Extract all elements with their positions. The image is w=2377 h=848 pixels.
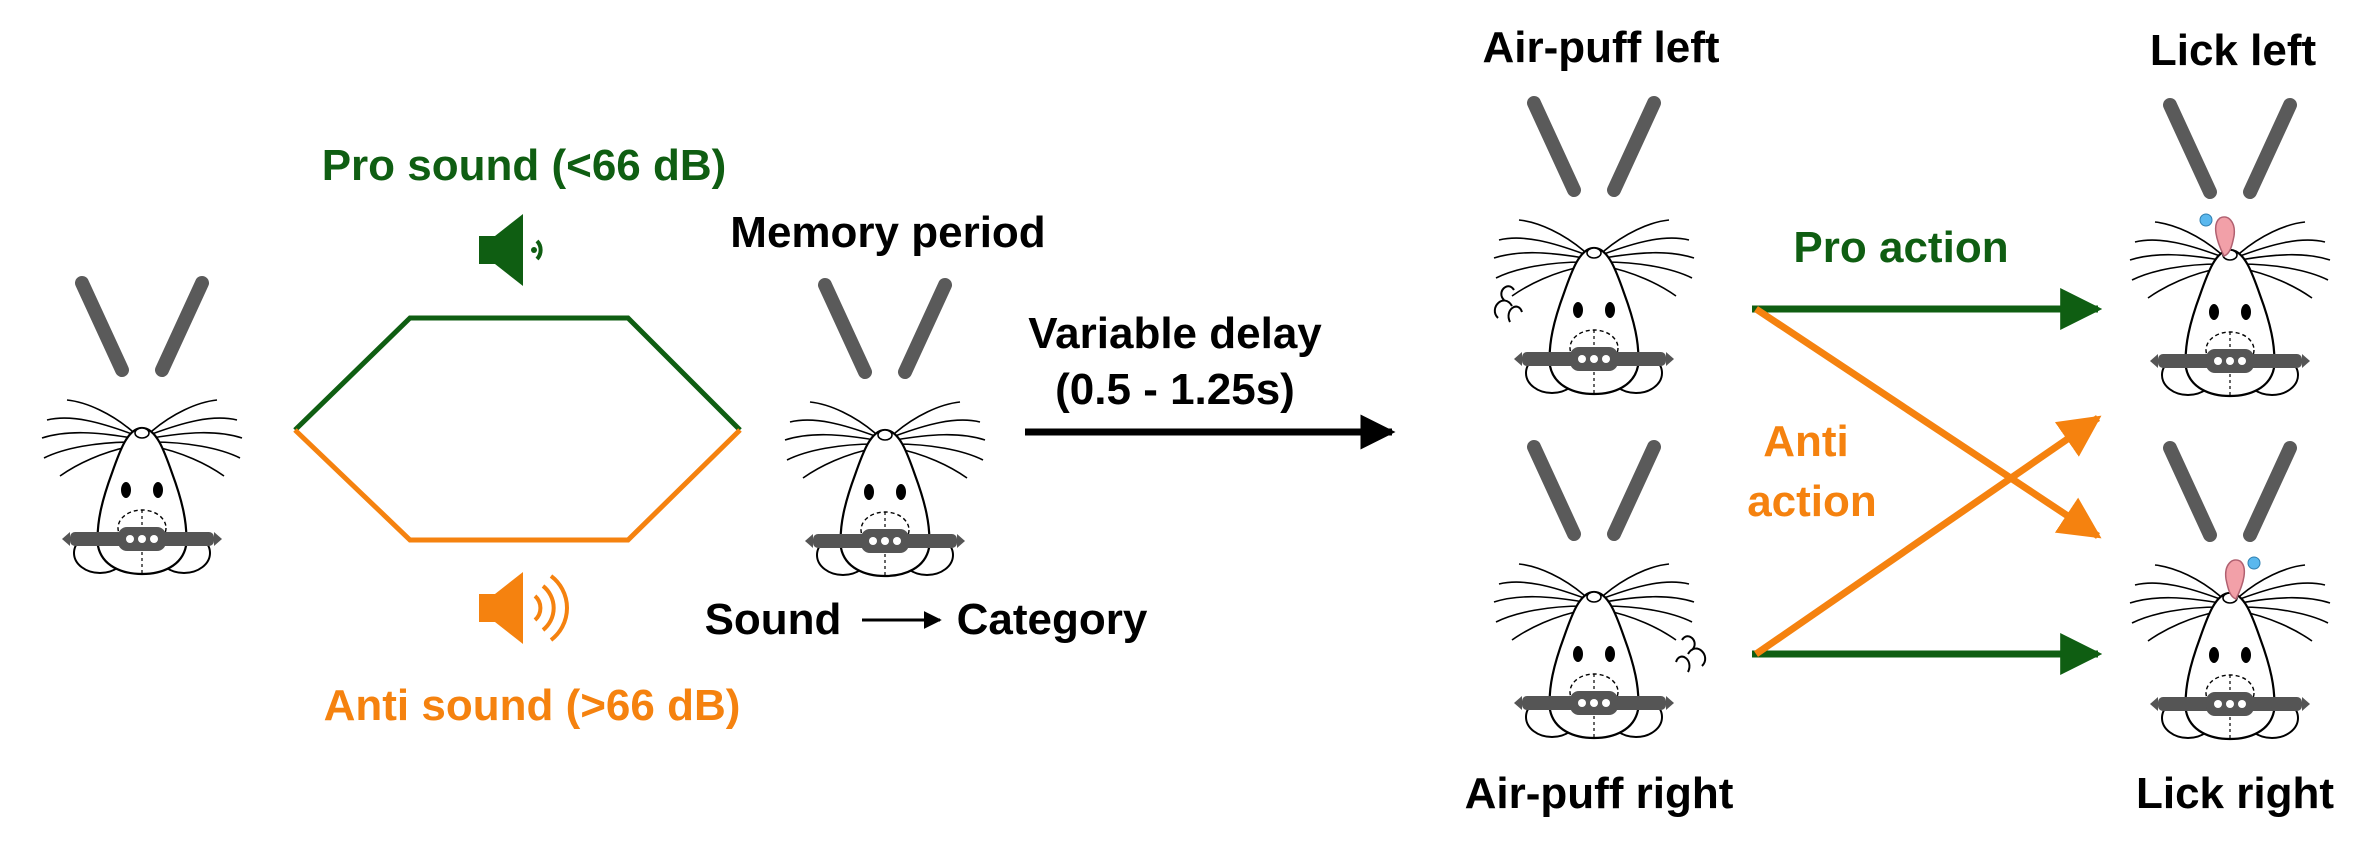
mouse-memory-period — [785, 285, 985, 576]
air-puff-left-label: Air-puff left — [1482, 23, 1719, 72]
lick-left-label: Lick left — [2150, 26, 2317, 75]
anti-action-arrow-down — [1754, 306, 2102, 539]
anti-sound-label: Anti sound (>66 dB) — [324, 681, 741, 730]
category-label: Category — [957, 595, 1148, 644]
anti-sound-trace — [293, 428, 742, 543]
pro-sound-trace — [293, 315, 742, 432]
mouse-baseline — [42, 283, 242, 574]
variable-delay-range: (0.5 - 1.25s) — [1055, 365, 1295, 414]
anti-action-label-line1: Anti — [1763, 417, 1849, 466]
pro-sound-label: Pro sound (<66 dB) — [322, 141, 727, 190]
mouse-lick-left — [2130, 105, 2330, 396]
pro-speaker-icon — [479, 214, 543, 286]
air-puff-right-label: Air-puff right — [1465, 769, 1734, 818]
anti-speaker-icon — [479, 572, 569, 644]
mouse-lick-right — [2130, 448, 2330, 739]
lick-right-label: Lick right — [2136, 769, 2334, 818]
mouse-air-puff-right — [1494, 447, 1694, 738]
air-puff-left-icon — [1493, 285, 1523, 323]
anti-action-label-line2: action — [1747, 477, 1877, 526]
sound-label: Sound — [705, 595, 842, 644]
memory-period-label: Memory period — [730, 208, 1045, 257]
variable-delay-label: Variable delay — [1028, 309, 1322, 358]
pro-action-label: Pro action — [1793, 223, 2008, 272]
mouse-air-puff-left — [1494, 103, 1694, 394]
anti-action-arrow-up — [1754, 415, 2102, 657]
air-puff-right-icon — [1675, 635, 1707, 673]
